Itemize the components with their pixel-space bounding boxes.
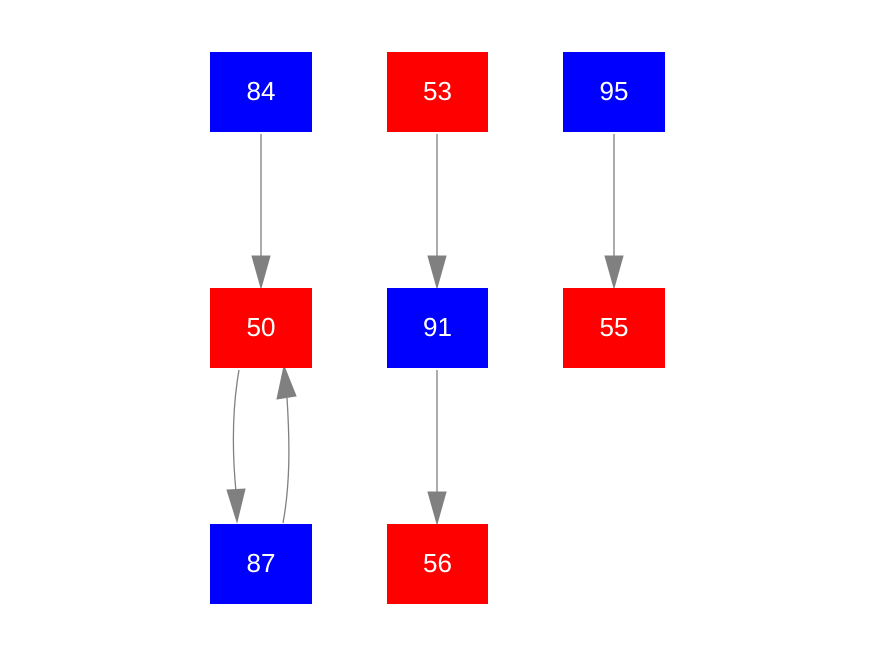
node-91-label: 91 <box>423 312 452 342</box>
node-84-box <box>210 52 312 132</box>
node-50-label: 50 <box>247 312 276 342</box>
node-95-box <box>563 52 665 132</box>
node-53-box <box>387 52 488 132</box>
node-87: 87 <box>210 524 312 604</box>
edge-53-to-91 <box>427 134 447 290</box>
node-87-box <box>210 524 312 604</box>
node-50: 50 <box>210 288 312 368</box>
node-84: 84 <box>210 52 312 132</box>
node-91-box <box>387 288 488 368</box>
node-95: 95 <box>563 52 665 132</box>
edge-95-to-55 <box>604 134 624 290</box>
edges-layer <box>226 134 624 526</box>
edge-50-to-87 <box>226 369 246 524</box>
edge-91-to-56 <box>427 370 447 526</box>
node-55-label: 55 <box>600 312 629 342</box>
edge-87-to-50 <box>276 364 297 524</box>
node-95-label: 95 <box>600 76 629 106</box>
node-91: 91 <box>387 288 488 368</box>
node-87-label: 87 <box>247 548 276 578</box>
node-84-label: 84 <box>247 76 276 106</box>
node-53: 53 <box>387 52 488 132</box>
edge-84-to-50 <box>251 134 271 290</box>
node-56: 56 <box>387 524 488 604</box>
node-55-box <box>563 288 665 368</box>
nodes-layer: 84 53 95 50 91 55 87 56 <box>210 52 665 604</box>
node-56-box <box>387 524 488 604</box>
node-53-label: 53 <box>423 76 452 106</box>
node-56-label: 56 <box>423 548 452 578</box>
node-50-box <box>210 288 312 368</box>
node-55: 55 <box>563 288 665 368</box>
